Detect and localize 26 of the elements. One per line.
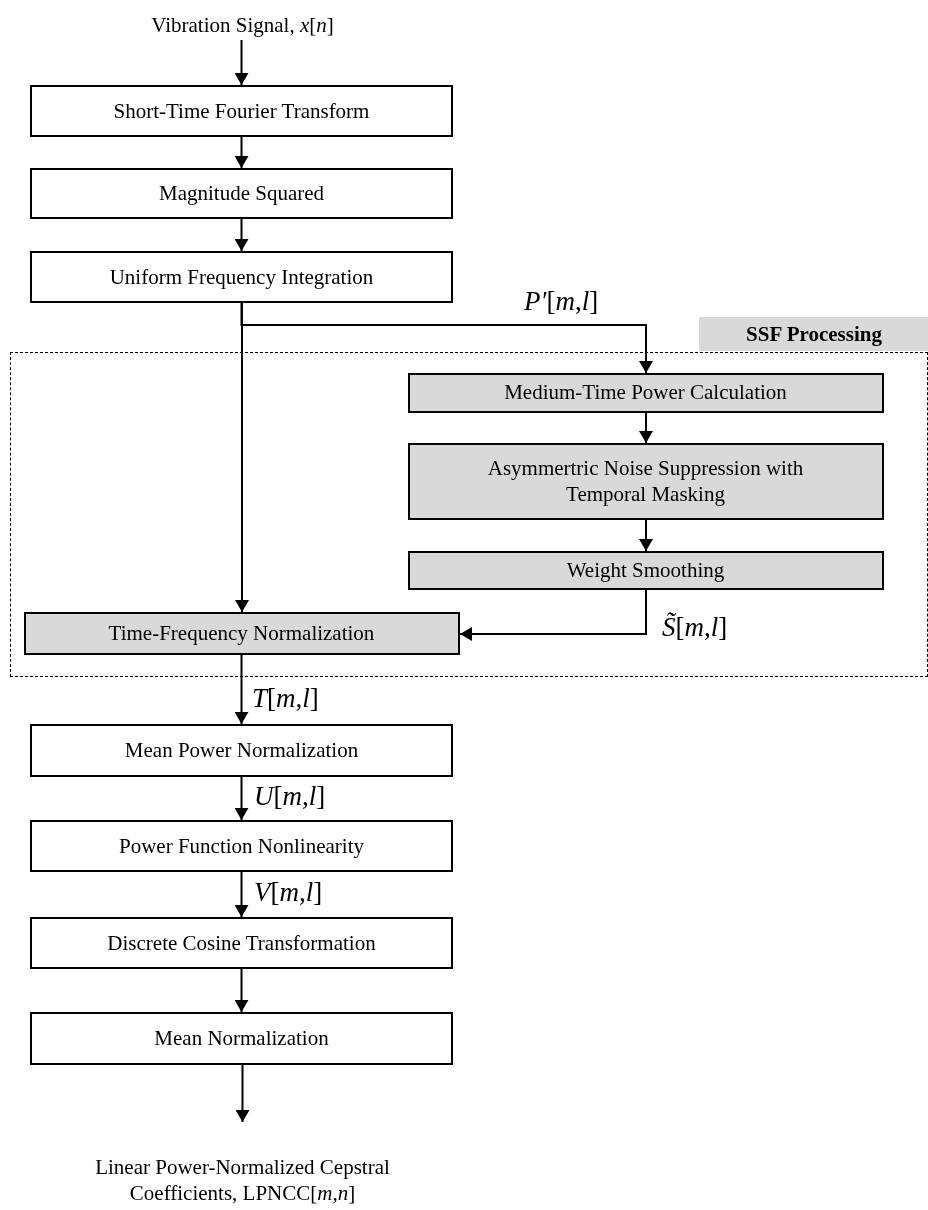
arrow (234, 968, 249, 1013)
process-box: Discrete Cosine Transformation (30, 917, 453, 969)
arrow (240, 302, 653, 374)
arrow (235, 1064, 250, 1123)
arrow (234, 218, 249, 252)
arrow (639, 519, 653, 552)
process-box: Time-Frequency Normalization (23, 611, 460, 655)
process-box: Power Function Nonlinearity (30, 820, 453, 872)
group-heading: SSF Processing (699, 317, 928, 351)
process-box: Uniform Frequency Integration (30, 251, 453, 303)
arrow (459, 589, 647, 641)
arrow (639, 412, 653, 444)
process-box: Magnitude Squared (30, 168, 453, 219)
process-box: Short-Time Fourier Transform (30, 85, 453, 137)
arrow (234, 654, 249, 725)
process-box: Weight Smoothing (407, 550, 884, 590)
arrow (234, 871, 249, 918)
input-label: Vibration Signal, x[n] (151, 11, 334, 39)
process-box: Mean Power Normalization (30, 724, 453, 777)
arrow (234, 776, 249, 821)
process-box: Asymmertric Noise Suppression with Temporal Masking (407, 442, 884, 520)
arrow (234, 136, 249, 169)
arrow (234, 39, 249, 86)
process-box: Mean Normalization (30, 1012, 453, 1065)
process-box: Medium-Time Power Calculation (407, 372, 884, 413)
output-label: Linear Power-Normalized Cepstral Coefficients, LPNCC[m,n] (94, 1153, 391, 1206)
